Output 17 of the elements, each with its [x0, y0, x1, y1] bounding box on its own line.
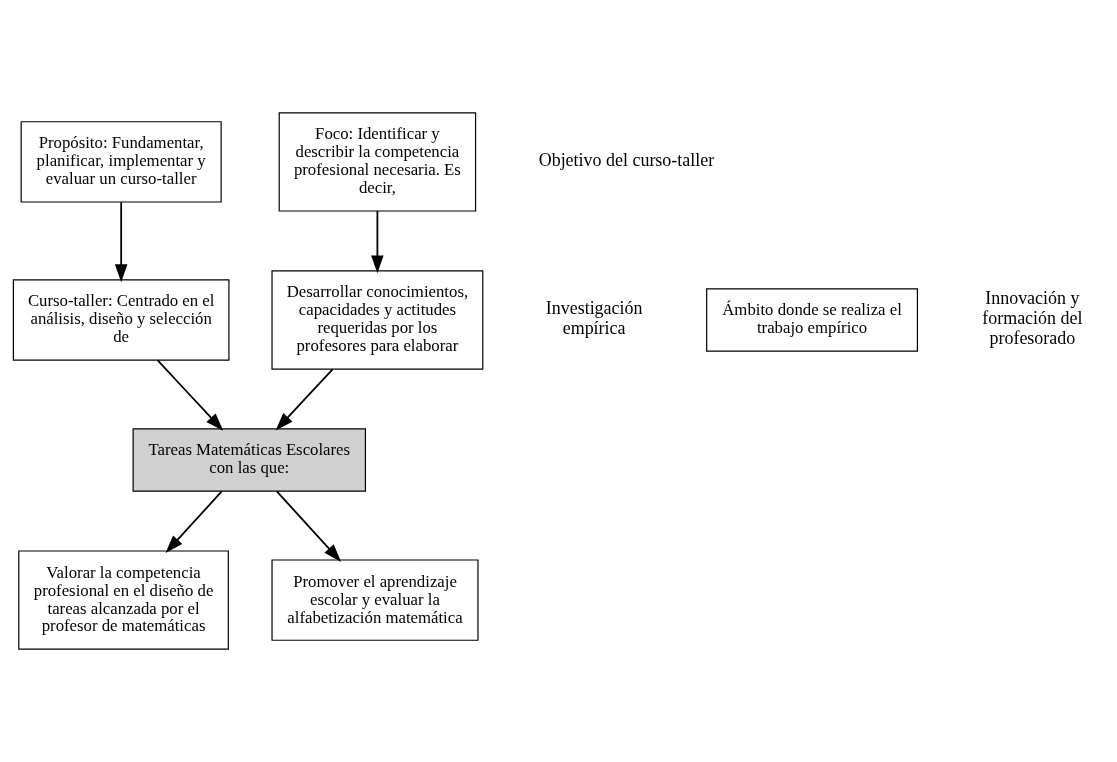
node-box: Foco: Identificar y describir la competencia profesional necesaria. Es decir, — [278, 112, 477, 212]
label: Innovación y formación del profesorado — [982, 287, 1083, 349]
node-box: Curso-taller: Centrado en el análisis, diseño y selección de — [12, 279, 230, 361]
arrow — [275, 490, 342, 562]
arrow — [156, 359, 224, 431]
label: Objetivo del curso-taller — [538, 150, 715, 171]
arrow — [371, 210, 384, 274]
node-box: Desarrollar conocimientos, capacidades y actitudes requeridas por los profesores para elaborar — [271, 270, 484, 370]
node-box: Tareas Matemáticas Escolares con las que: — [132, 428, 367, 492]
arrow — [165, 490, 223, 553]
node-box: Promover el aprendizaje escolar y evaluar la alfabetización matemática — [271, 559, 479, 641]
arrow — [275, 368, 334, 431]
node-box: Ámbito donde se realiza el trabajo empírico — [706, 288, 918, 352]
node-box: Valorar la competencia profesional en el diseño de tareas alcanzada por el profesor de matemáticas — [18, 550, 229, 650]
arrow — [114, 201, 128, 283]
label: Investigación empírica — [545, 297, 643, 339]
node-box: Propósito: Fundamentar, planificar, implementar y evaluar un curso-taller — [20, 121, 222, 203]
